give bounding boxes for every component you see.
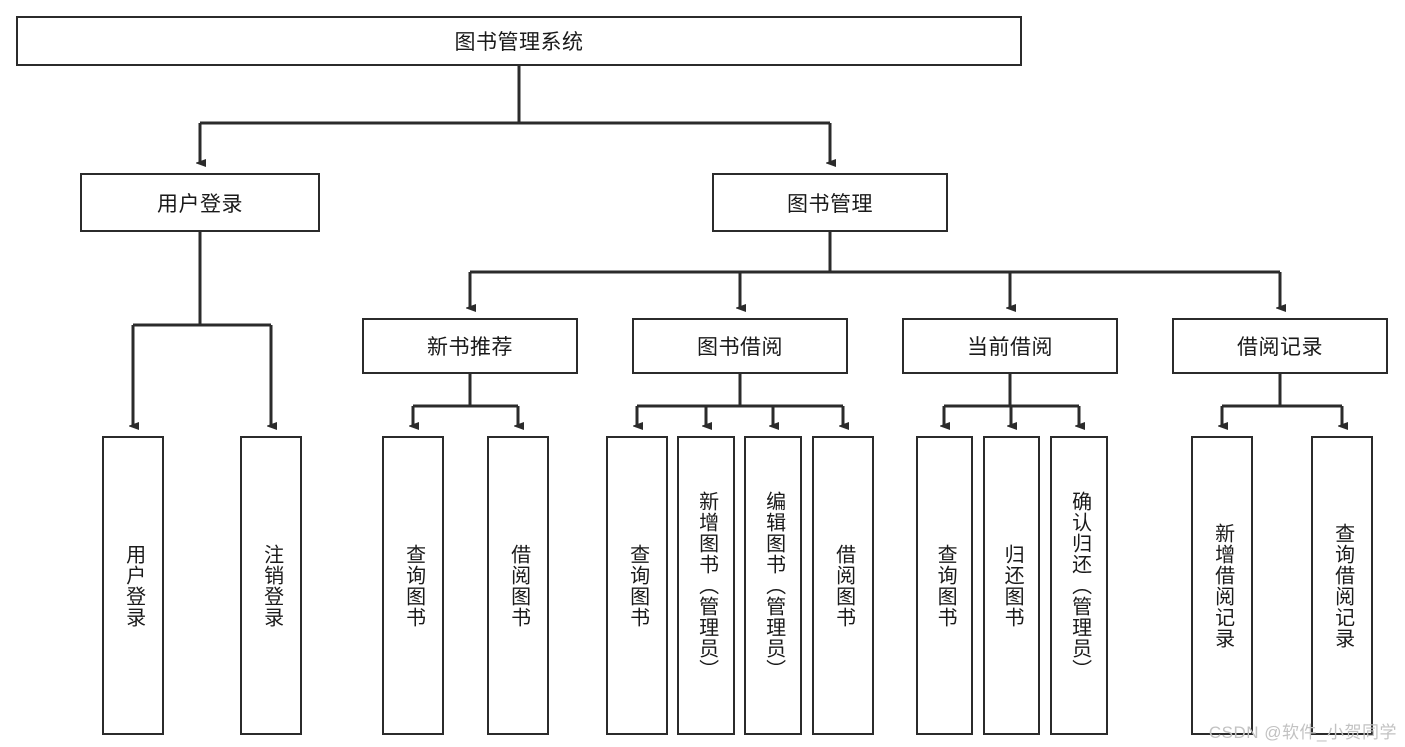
leaf-logout-label: 注销登录 xyxy=(260,543,283,628)
node-book-management-label: 图书管理 xyxy=(787,192,873,216)
leaf-add-borrow-record[interactable]: 新增借阅记录 xyxy=(1191,436,1253,735)
leaf-user-login-label: 用户登录 xyxy=(122,543,145,628)
node-current-borrow[interactable]: 当前借阅 xyxy=(902,318,1118,374)
leaf-edit-book-admin[interactable]: 编辑图书（管理员） xyxy=(744,436,802,735)
node-root-label: 图书管理系统 xyxy=(454,31,584,54)
leaf-user-login[interactable]: 用户登录 xyxy=(102,436,164,735)
leaf-query-book-recommend-label: 查询图书 xyxy=(402,543,425,628)
leaf-query-book-current-label: 查询图书 xyxy=(934,543,957,628)
leaf-edit-book-admin-label: 编辑图书（管理员） xyxy=(762,491,785,680)
leaf-borrow-book-recommend[interactable]: 借阅图书 xyxy=(487,436,549,735)
leaf-add-borrow-record-label: 新增借阅记录 xyxy=(1211,522,1234,649)
csdn-watermark: CSDN @软件_小贺同学 xyxy=(1208,723,1397,742)
node-root[interactable]: 图书管理系统 xyxy=(16,16,1022,66)
leaf-query-book-borrow[interactable]: 查询图书 xyxy=(606,436,668,735)
leaf-confirm-return-admin-label: 确认归还（管理员） xyxy=(1068,491,1091,680)
leaf-add-book-admin-label: 新增图书（管理员） xyxy=(695,491,718,680)
leaf-return-book[interactable]: 归还图书 xyxy=(983,436,1040,735)
node-borrow-record[interactable]: 借阅记录 xyxy=(1172,318,1388,374)
node-user-login-label: 用户登录 xyxy=(157,192,243,216)
node-user-login[interactable]: 用户登录 xyxy=(80,173,320,232)
node-borrow-record-label: 借阅记录 xyxy=(1237,336,1323,359)
leaf-query-book-borrow-label: 查询图书 xyxy=(626,543,649,628)
leaf-query-borrow-record[interactable]: 查询借阅记录 xyxy=(1311,436,1373,735)
leaf-return-book-label: 归还图书 xyxy=(1001,543,1024,628)
leaf-borrow-book-label: 借阅图书 xyxy=(832,543,855,628)
node-book-management[interactable]: 图书管理 xyxy=(712,173,948,232)
node-new-book-recommend-label: 新书推荐 xyxy=(427,336,513,359)
leaf-query-book-current[interactable]: 查询图书 xyxy=(916,436,973,735)
leaf-query-book-recommend[interactable]: 查询图书 xyxy=(382,436,444,735)
node-book-borrow[interactable]: 图书借阅 xyxy=(632,318,848,374)
node-current-borrow-label: 当前借阅 xyxy=(967,336,1053,359)
leaf-borrow-book-recommend-label: 借阅图书 xyxy=(507,543,530,628)
leaf-add-book-admin[interactable]: 新增图书（管理员） xyxy=(677,436,735,735)
node-book-borrow-label: 图书借阅 xyxy=(697,336,783,359)
leaf-logout[interactable]: 注销登录 xyxy=(240,436,302,735)
leaf-confirm-return-admin[interactable]: 确认归还（管理员） xyxy=(1050,436,1108,735)
leaf-borrow-book[interactable]: 借阅图书 xyxy=(812,436,874,735)
leaf-query-borrow-record-label: 查询借阅记录 xyxy=(1331,522,1354,649)
node-new-book-recommend[interactable]: 新书推荐 xyxy=(362,318,578,374)
